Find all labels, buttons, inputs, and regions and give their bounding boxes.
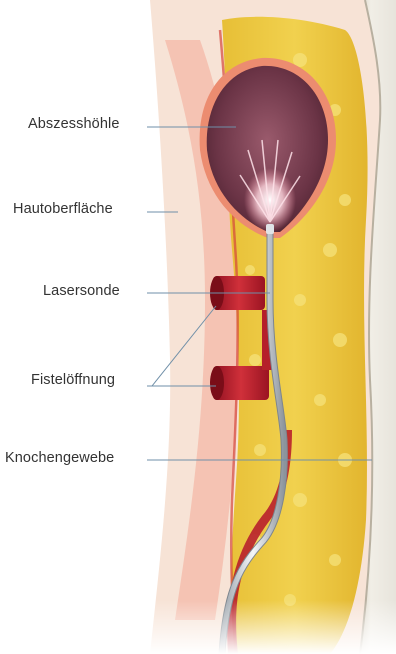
probe-tip <box>266 224 274 234</box>
label-bone-tissue: Knochengewebe <box>5 450 114 466</box>
laser-flash <box>244 168 296 232</box>
label-abscess-cavity: Abszesshöhle <box>28 116 119 132</box>
label-laser-probe: Lasersonde <box>43 283 120 299</box>
label-skin-surface: Hautoberfläche <box>13 201 113 217</box>
label-fistula-opening: Fistelöffnung <box>31 372 115 388</box>
